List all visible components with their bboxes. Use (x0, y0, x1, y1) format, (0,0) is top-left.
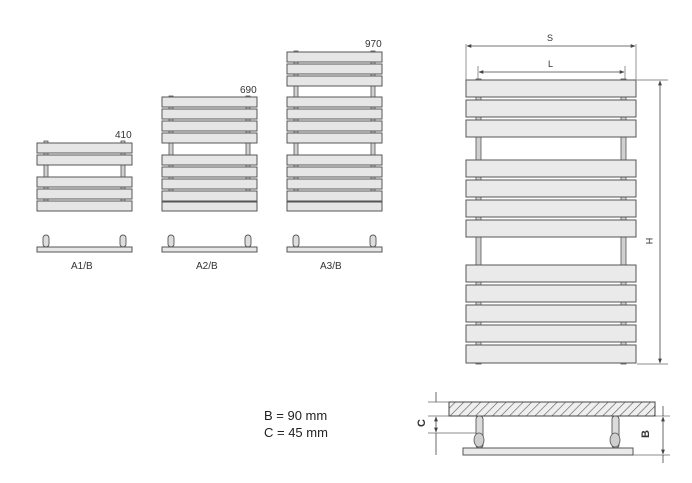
a3-model-name: A3/B (320, 261, 342, 272)
spec-depth-b: B = 90 mm (264, 408, 328, 423)
model-a1-drawing (36, 140, 133, 253)
dimensioned-front-view (465, 44, 668, 365)
specs-block: B = 90 mm C = 45 mm (264, 407, 328, 441)
spec-clearance-c: C = 45 mm (264, 425, 328, 440)
model-a2-drawing (161, 95, 258, 253)
a2-front-view (161, 95, 258, 212)
a1-model-name: A1/B (71, 261, 93, 272)
a3-height-label: 970 (365, 39, 382, 50)
model-a3-drawing (286, 50, 383, 253)
side-section-view (428, 392, 670, 463)
a1-front-view (36, 140, 133, 212)
a3-bottom-view (286, 234, 383, 253)
dimension-b-label: B (639, 430, 652, 438)
dimension-s-label: S (547, 33, 554, 43)
dimension-h-label: H (644, 237, 655, 245)
a2-bottom-view (161, 234, 258, 253)
wall-hatch (448, 401, 656, 417)
dimension-c-label: C (415, 419, 428, 427)
a2-model-name: A2/B (196, 261, 218, 272)
a3-front-view (286, 50, 383, 212)
a2-height-label: 690 (240, 85, 257, 96)
a1-bottom-view (36, 234, 133, 253)
dimension-l-label: L (548, 59, 554, 69)
a1-height-label: 410 (115, 130, 132, 141)
